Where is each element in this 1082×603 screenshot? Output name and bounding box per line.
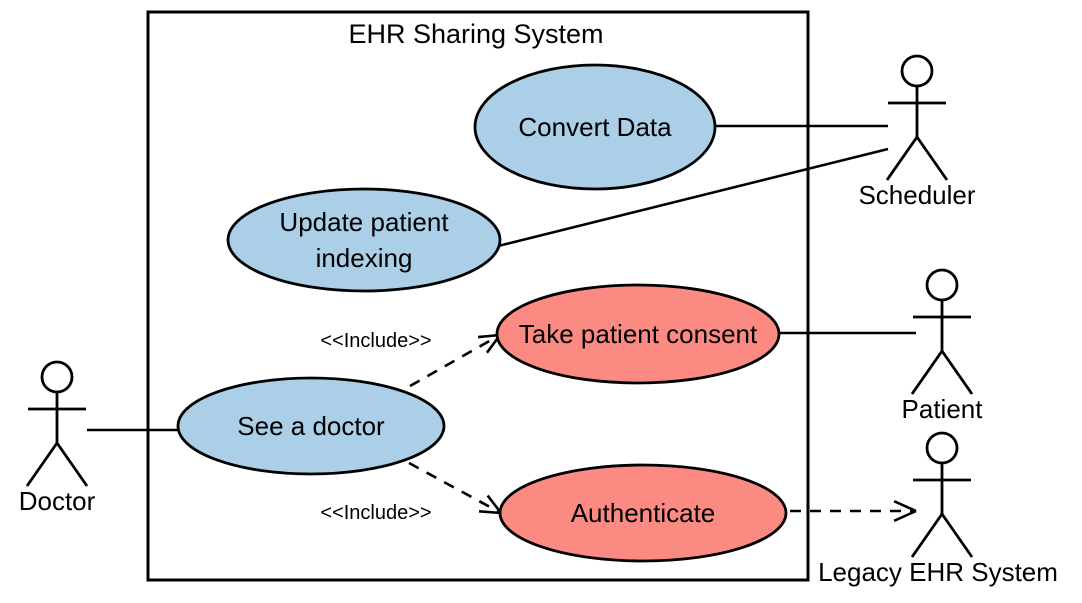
use-case-label: See a doctor <box>237 411 385 441</box>
include-line-see-a-doctor-includes-authenticate <box>408 461 502 515</box>
association-lines-group <box>87 124 916 432</box>
use-case-see-a-doctor[interactable]: See a doctor <box>176 376 446 476</box>
actor-label: Patient <box>902 394 984 424</box>
actor-label: Scheduler <box>858 180 975 210</box>
use-case-ellipse[interactable] <box>473 63 717 191</box>
use-case-label: indexing <box>316 243 413 273</box>
actor-left-leg-line <box>25 442 59 487</box>
use-case-label: Convert Data <box>518 112 672 142</box>
actor-right-leg-line <box>940 513 974 558</box>
dependency-arrowhead-authenticate-to-legacy-ehr-barb-2 <box>893 500 917 513</box>
actor-right-leg-line <box>55 442 89 487</box>
include-relationships-group: <<Include>> <<Include>> <box>320 330 503 524</box>
actor-head-icon <box>40 360 74 394</box>
dependency-arrowhead-authenticate-to-legacy-ehr-barb-1 <box>893 509 917 522</box>
use-case-update-patient-indexing[interactable]: Update patient indexing <box>226 187 502 293</box>
use-case-ellipse[interactable] <box>495 283 781 385</box>
use-case-ellipse[interactable] <box>226 187 502 293</box>
use-case-ellipse[interactable] <box>176 376 446 476</box>
use-case-label: Authenticate <box>571 498 716 528</box>
actor-scheduler[interactable]: Scheduler <box>858 54 976 210</box>
use-case-authenticate[interactable]: Authenticate <box>498 463 788 563</box>
include-arrowhead-see-a-doctor-includes-authenticate-barb-1 <box>478 509 502 515</box>
actor-head-icon <box>925 431 959 465</box>
include-arrowhead-see-a-doctor-includes-authenticate-barb-2 <box>486 494 503 514</box>
actor-right-leg-line <box>915 136 949 181</box>
actor-label: Legacy EHR System <box>818 557 1058 587</box>
include-stereotype-label: <<Include>> <box>320 502 431 524</box>
include-stereotype-label: <<Include>> <box>320 330 431 352</box>
actor-left-leg-line <box>885 136 919 181</box>
system-boundary-title: EHR Sharing System <box>348 19 603 49</box>
actor-right-leg-line <box>940 350 974 395</box>
actor-patient[interactable]: Patient <box>902 268 984 424</box>
use-case-label: Take patient consent <box>519 319 758 349</box>
actor-head-icon <box>900 54 934 88</box>
actor-label: Doctor <box>19 486 96 516</box>
use-case-take-patient-consent[interactable]: Take patient consent <box>495 283 781 385</box>
actor-left-leg-line <box>910 350 944 395</box>
association-update-indexing-scheduler <box>477 147 889 253</box>
include-line-see-a-doctor-includes-take-patient-consent <box>409 333 501 388</box>
use-case-convert-data[interactable]: Convert Data <box>473 63 717 191</box>
actor-legacy-ehr-system[interactable]: Legacy EHR System <box>818 431 1058 587</box>
actor-left-leg-line <box>910 513 944 558</box>
actor-head-icon <box>925 268 959 302</box>
use-case-label: Update patient <box>279 207 449 237</box>
dependency-relationships-group <box>790 500 917 522</box>
use-case-ellipse[interactable] <box>498 463 788 563</box>
actor-doctor[interactable]: Doctor <box>19 360 96 516</box>
